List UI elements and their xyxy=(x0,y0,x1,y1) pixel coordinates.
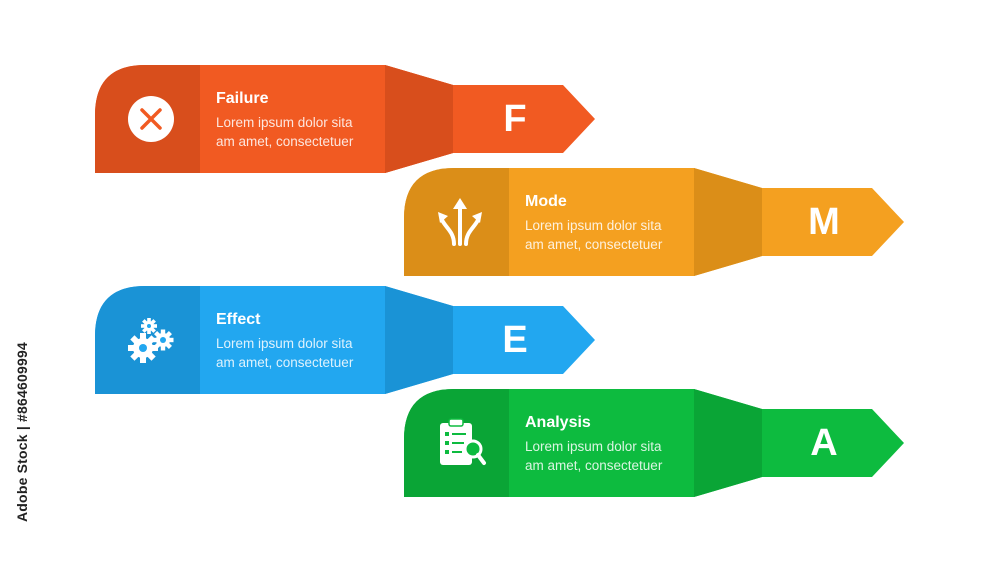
row-title: Effect xyxy=(216,311,261,328)
row-description: Lorem ipsum dolor sita am amet, consecte… xyxy=(525,437,695,475)
split-arrows-icon xyxy=(430,192,490,252)
row-letter: A xyxy=(810,421,838,464)
description-line-1: Lorem ipsum dolor sita xyxy=(525,218,662,233)
description-line-2: am amet, consectetuer xyxy=(216,134,354,149)
description-line-2: am amet, consectetuer xyxy=(216,355,354,370)
description-line-2: am amet, consectetuer xyxy=(525,458,663,473)
fmea-row-analysis: Analysis Lorem ipsum dolor sita am amet,… xyxy=(404,389,924,497)
description-line-1: Lorem ipsum dolor sita xyxy=(216,336,353,351)
description-line-1: Lorem ipsum dolor sita xyxy=(525,439,662,454)
row-title: Failure xyxy=(216,90,269,107)
description-line-2: am amet, consectetuer xyxy=(525,237,663,252)
gears-icon xyxy=(121,310,181,370)
row-title: Mode xyxy=(525,193,567,210)
row-shape xyxy=(95,286,595,394)
description-line-1: Lorem ipsum dolor sita xyxy=(216,115,353,130)
clipboard-search-icon xyxy=(430,413,490,473)
row-title: Analysis xyxy=(525,414,591,431)
row-description: Lorem ipsum dolor sita am amet, consecte… xyxy=(216,334,386,372)
row-letter: F xyxy=(503,97,527,140)
close-circle-icon xyxy=(121,89,181,149)
row-letter: M xyxy=(808,200,840,243)
row-shape xyxy=(404,168,904,276)
row-description: Lorem ipsum dolor sita am amet, consecte… xyxy=(216,113,386,151)
stock-id-label: Adobe Stock | #864609994 xyxy=(14,342,30,522)
fmea-row-mode: Mode Lorem ipsum dolor sita am amet, con… xyxy=(404,168,924,276)
row-letter: E xyxy=(502,318,528,361)
fmea-row-failure: Failure Lorem ipsum dolor sita am amet, … xyxy=(95,65,615,173)
fmea-row-effect: Effect Lorem ipsum dolor sita am amet, c… xyxy=(95,286,615,394)
row-description: Lorem ipsum dolor sita am amet, consecte… xyxy=(525,216,695,254)
